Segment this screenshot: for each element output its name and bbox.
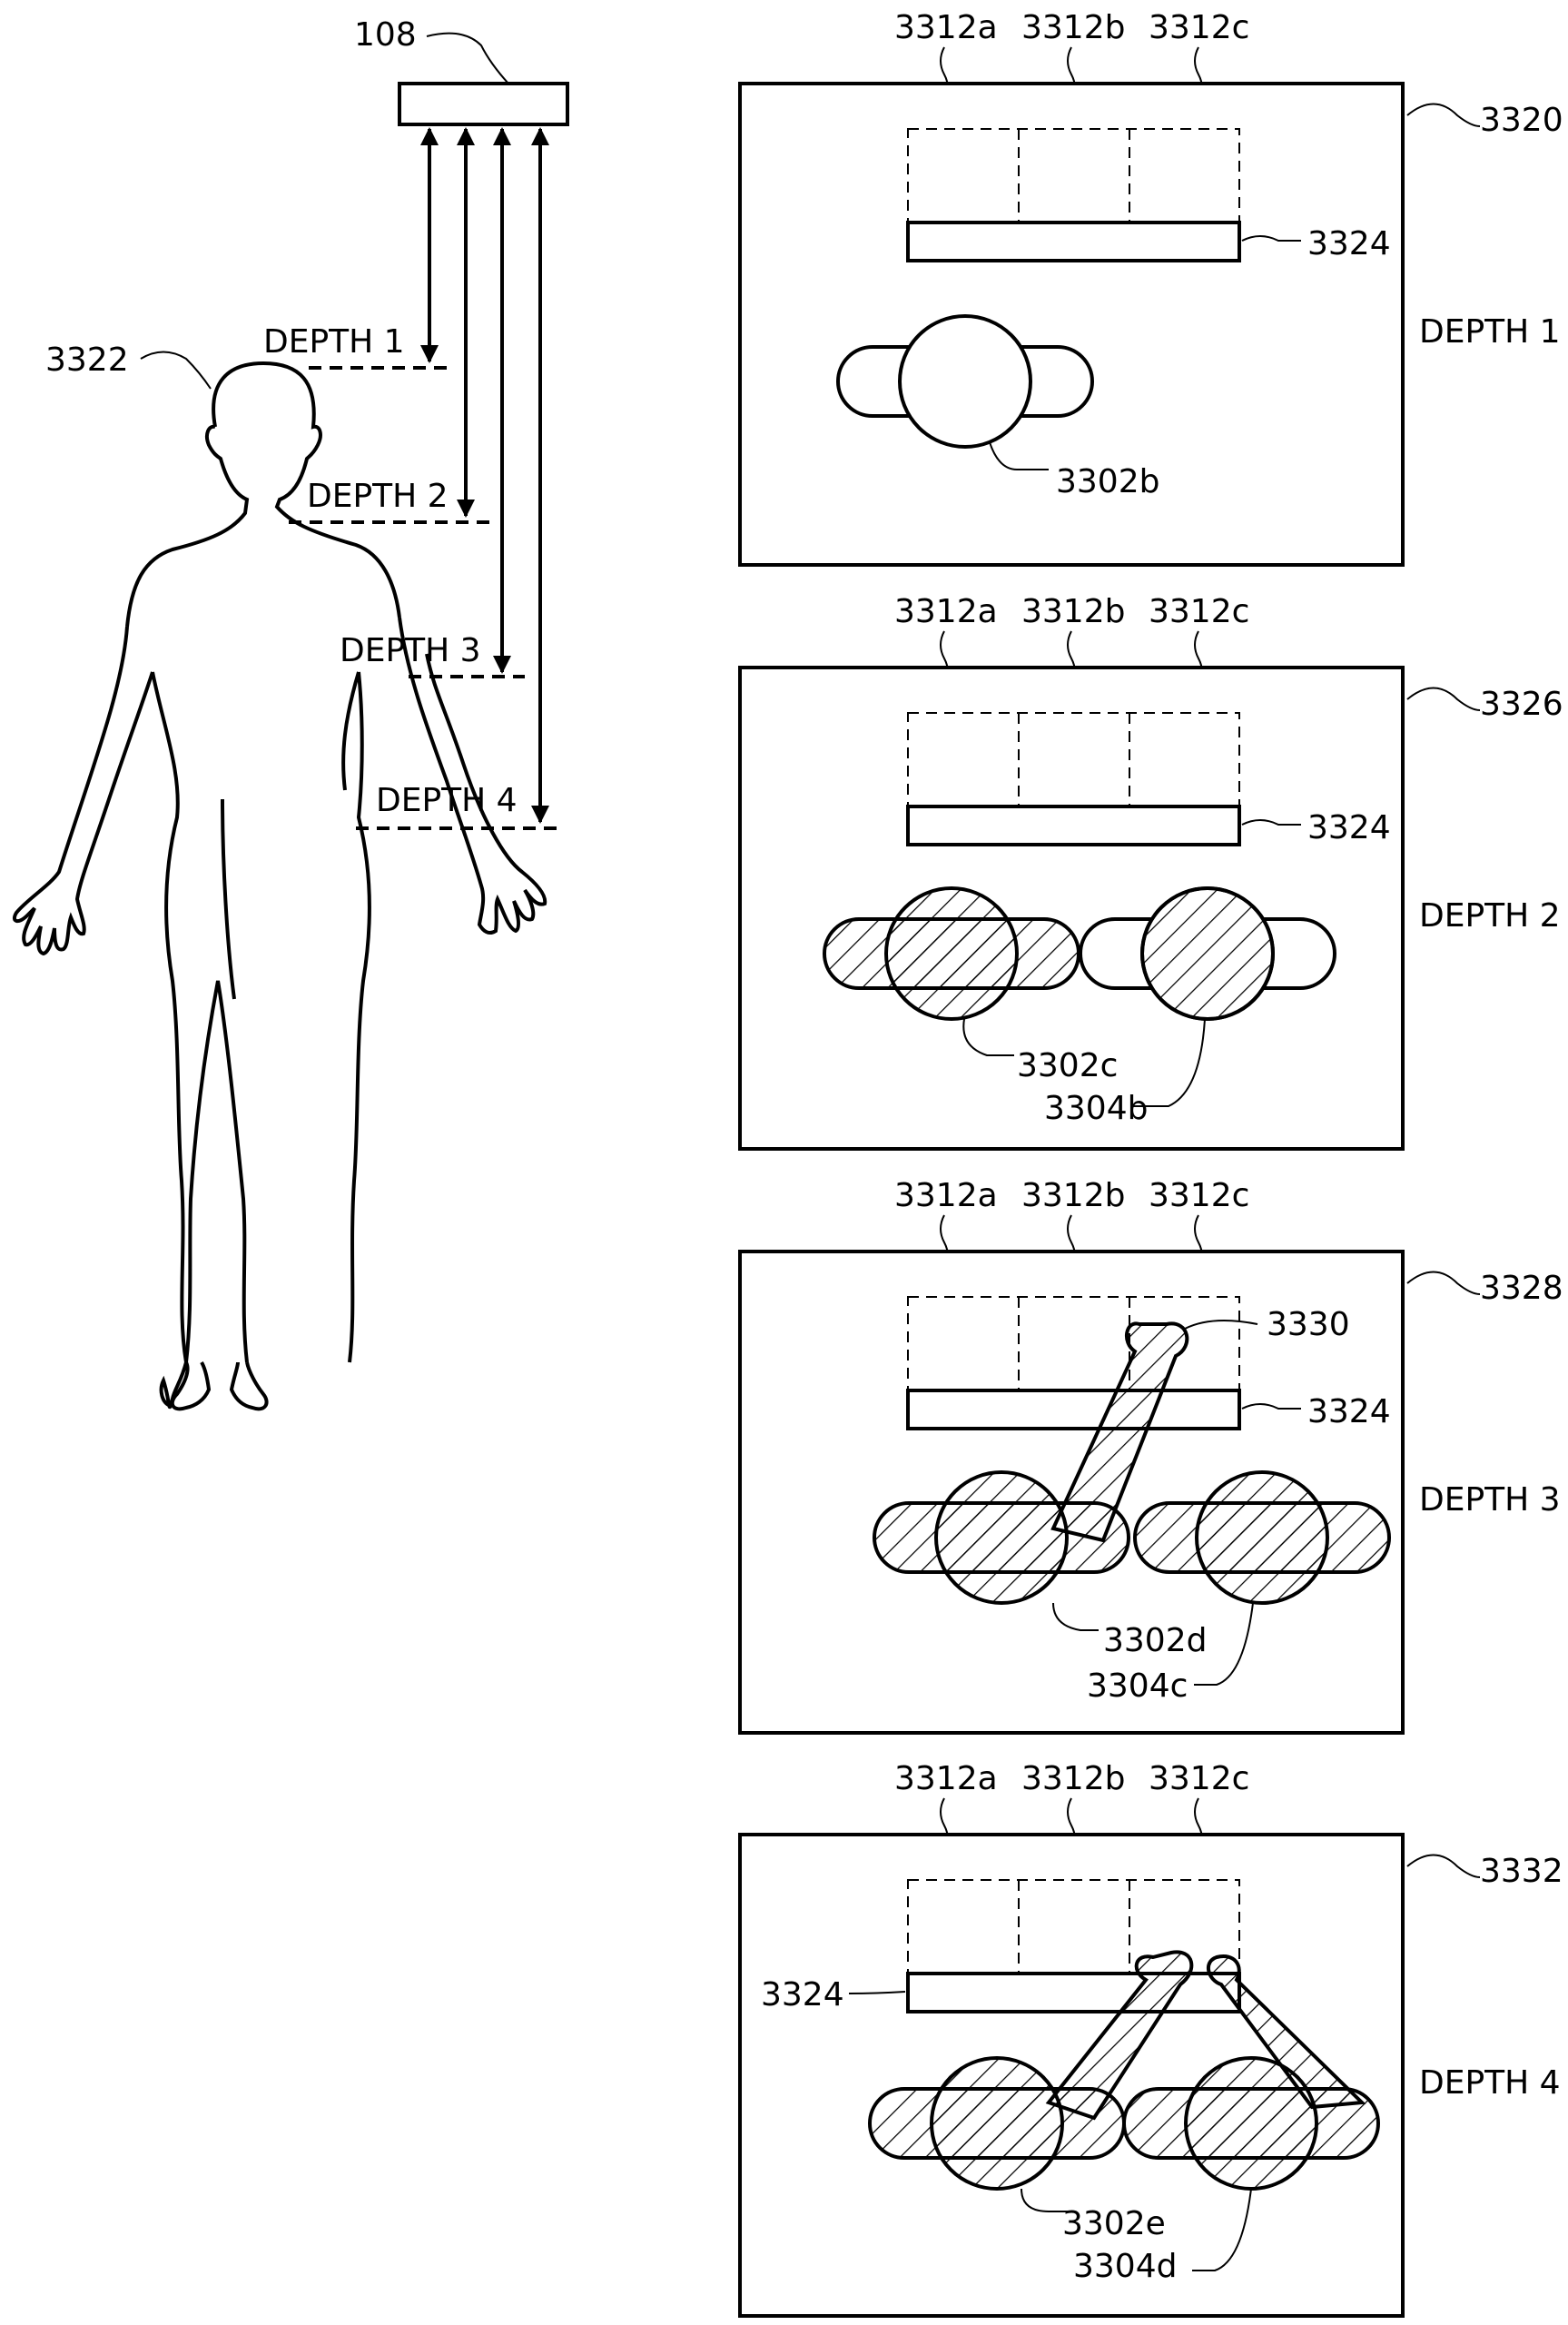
object-3302e (868, 2056, 1126, 2191)
object-leader (989, 441, 1049, 470)
panel-depth-label: DEPTH 2 (1419, 897, 1561, 935)
column-label-3312b: 3312b (1021, 1177, 1125, 1214)
object-leader (1192, 2188, 1252, 2271)
shadow-leader (1184, 1320, 1258, 1330)
bar-3324 (906, 805, 1241, 846)
bar-leader (848, 1991, 906, 1994)
panel-depth-label: DEPTH 1 (1419, 313, 1561, 351)
column-label-3312c: 3312c (1149, 1177, 1249, 1214)
panel-id-leader (1406, 1271, 1481, 1295)
object-leader (1052, 1602, 1099, 1631)
human-body (12, 361, 547, 1411)
panel-id-label: 3332 (1480, 1853, 1563, 1890)
panel-frame (738, 666, 1405, 1151)
object-label: 3302c (1017, 1047, 1118, 1084)
bar-leader (1241, 235, 1301, 242)
sensor-grid (907, 128, 1240, 230)
panel-id-label: 3326 (1480, 686, 1563, 723)
depth3-label: DEPTH 3 (340, 632, 481, 669)
column-label-3312b: 3312b (1021, 9, 1125, 46)
bar-3324 (906, 1389, 1241, 1430)
object-3304d-circle (1184, 2056, 1318, 2191)
object-label: 3302b (1056, 463, 1159, 500)
panel-id-label: 3320 (1480, 102, 1563, 139)
bar-label: 3324 (1307, 225, 1391, 262)
object-3302e-circle (930, 2056, 1064, 2191)
bar-3324 (906, 221, 1241, 262)
subject-leader (140, 351, 212, 390)
shadow-label: 3330 (1267, 1306, 1350, 1343)
object-label: 3304b (1044, 1090, 1148, 1127)
column-label-3312a: 3312a (894, 1760, 998, 1797)
column-label-3312a: 3312a (894, 593, 998, 630)
panel-id-leader (1406, 103, 1481, 127)
left-section: 108 DEPTH 1 DEPTH 2 DEPTH 3 DEPTH 4 3322 (12, 16, 569, 1411)
object-3302c (823, 886, 1080, 1021)
object-label: 3302e (1062, 2205, 1166, 2242)
sensor-grid (907, 712, 1240, 814)
panel-depth-label: DEPTH 3 (1419, 1481, 1561, 1519)
object-leader (1021, 2188, 1071, 2212)
object-label: 3302d (1103, 1622, 1207, 1659)
subject-label: 3322 (45, 341, 129, 379)
panel-id-leader (1406, 1854, 1481, 1878)
device-box (398, 82, 569, 126)
object-3302b (836, 314, 1094, 449)
shadow-left (1045, 1950, 1194, 2121)
object-3302d-circle (934, 1470, 1069, 1605)
bar-3324 (906, 1972, 1241, 2013)
object-3304d (1122, 2056, 1380, 2191)
panel-frame (738, 82, 1405, 567)
panel-id-leader (1406, 687, 1481, 711)
panel-id-label: 3328 (1480, 1270, 1563, 1307)
object-leader (1132, 1018, 1206, 1107)
column-label-3312b: 3312b (1021, 593, 1125, 630)
bar-leader (1241, 819, 1301, 826)
sensor-grid (907, 1296, 1240, 1398)
shadow-3330 (1050, 1321, 1189, 1543)
object-3302c-circle (884, 886, 1019, 1021)
column-label-3312c: 3312c (1149, 9, 1249, 46)
device-leader (426, 32, 509, 84)
column-label-3312c: 3312c (1149, 593, 1249, 630)
device-label: 108 (354, 16, 417, 54)
object-3302d (873, 1470, 1130, 1605)
object-leader (1194, 1602, 1254, 1686)
object-label: 3304d (1073, 2248, 1177, 2285)
bar-leader (1241, 1403, 1301, 1410)
column-label-3312c: 3312c (1149, 1760, 1249, 1797)
sensor-grid (907, 1879, 1240, 1981)
depth2-label: DEPTH 2 (307, 478, 449, 515)
column-label-3312b: 3312b (1021, 1760, 1125, 1797)
bar-label: 3324 (1307, 809, 1391, 846)
object-3304c-circle (1195, 1470, 1329, 1605)
column-label-3312a: 3312a (894, 9, 998, 46)
object-3302b-circle (898, 314, 1032, 449)
depth1-label: DEPTH 1 (263, 323, 405, 361)
depth4-label: DEPTH 4 (376, 782, 518, 819)
column-label-3312a: 3312a (894, 1177, 998, 1214)
object-leader (962, 1018, 1014, 1056)
bar-label: 3324 (761, 1976, 844, 2013)
panel-depth-label: DEPTH 4 (1419, 2064, 1561, 2102)
bar-label: 3324 (1307, 1393, 1391, 1430)
object-3304b-circle (1140, 886, 1275, 1021)
object-label: 3304c (1087, 1667, 1188, 1705)
object-3304c (1133, 1470, 1391, 1605)
